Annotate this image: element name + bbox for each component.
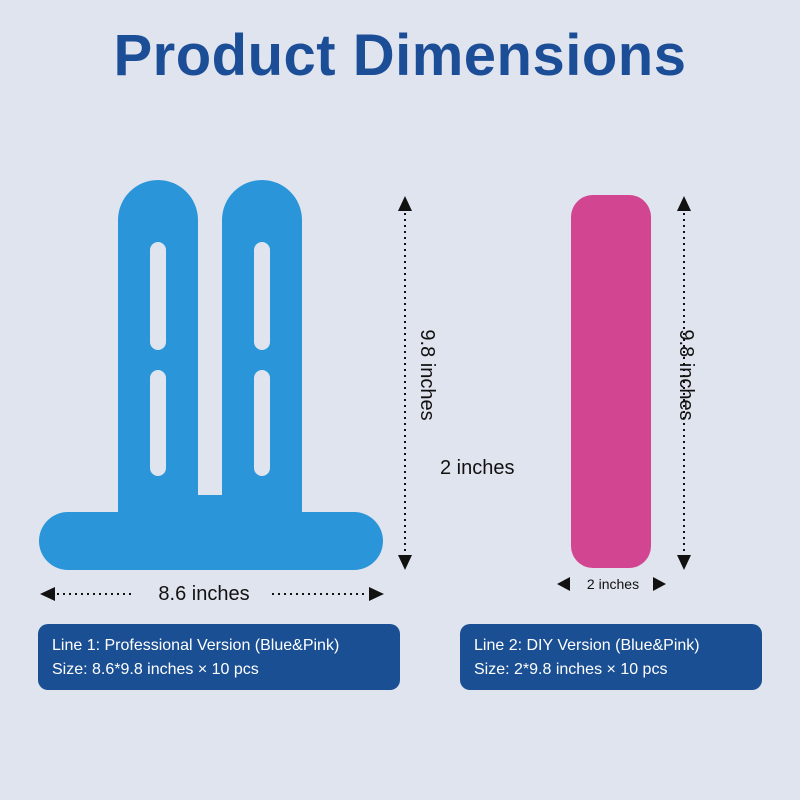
right-height-label: 9.8 inches — [675, 329, 697, 421]
right-width-label-small: 2 inches — [586, 576, 640, 592]
professional-version-info: Line 1: Professional Version (Blue&Pink)… — [38, 624, 400, 690]
diy-version-info: Line 2: DIY Version (Blue&Pink) Size: 2*… — [460, 624, 762, 690]
diy-version-size: Size: 2*9.8 inches × 10 pcs — [474, 661, 668, 678]
right-width-label-large: 2 inches — [440, 457, 515, 479]
right-width-arrow — [557, 577, 666, 591]
page-title: Product Dimensions — [113, 23, 687, 88]
left-width-arrow — [40, 587, 384, 601]
left-width-label: 8.6 inches — [158, 583, 250, 605]
professional-version-line: Line 1: Professional Version (Blue&Pink) — [52, 637, 340, 654]
left-height-arrow — [398, 196, 412, 570]
left-height-label: 9.8 inches — [416, 329, 438, 421]
professional-version-size: Size: 8.6*9.8 inches × 10 pcs — [52, 661, 259, 678]
pink-tape-shape — [571, 195, 651, 568]
diy-version-line: Line 2: DIY Version (Blue&Pink) — [474, 637, 700, 654]
blue-tape-shape — [39, 180, 383, 570]
right-height-arrow — [677, 196, 691, 570]
